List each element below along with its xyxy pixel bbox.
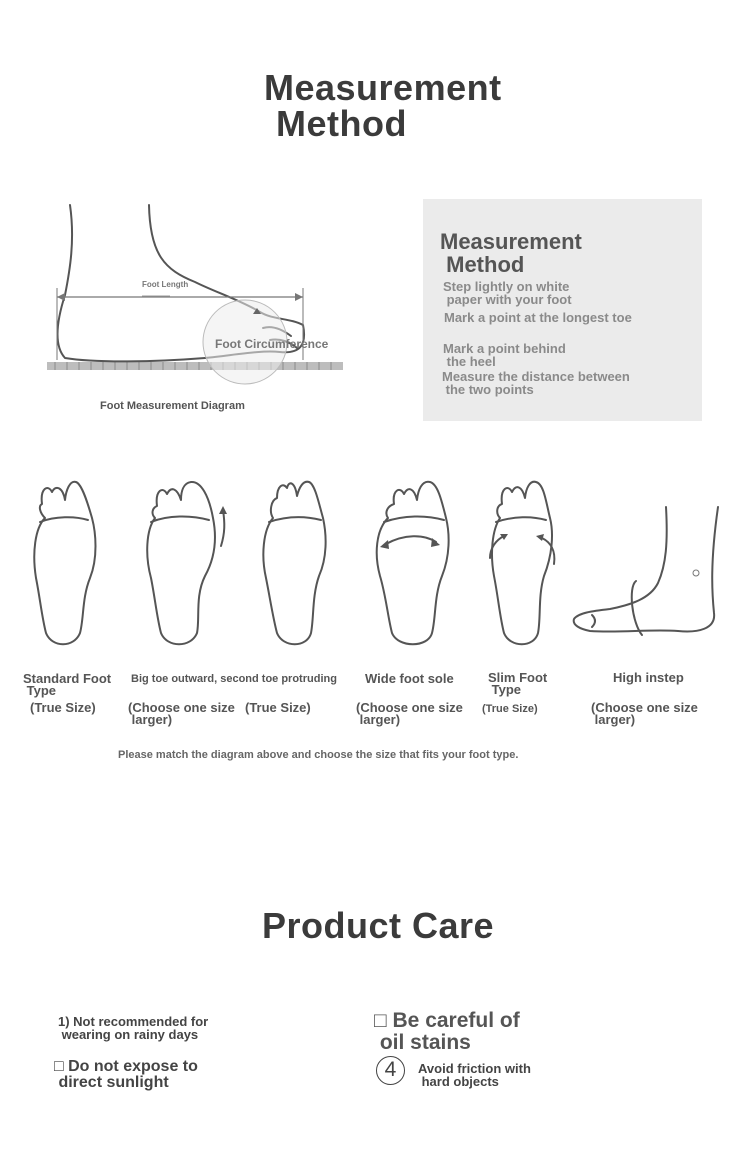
care-item-2: □ Be careful of oil stains — [374, 1009, 520, 1054]
foot-type-size-5: (True Size) — [482, 703, 538, 715]
foot-big-toe-outward-icon — [146, 481, 227, 646]
ground-bar — [47, 362, 343, 370]
method-box-title-line1: Measurement — [440, 229, 582, 254]
foot-side-diagram — [47, 204, 343, 385]
foot-second-toe-icon — [262, 480, 327, 646]
foot-high-instep-icon — [572, 506, 719, 636]
arrow-right-icon — [431, 538, 440, 547]
method-box-title: Measurement Method — [440, 230, 582, 276]
foot-type-name-4: Wide foot sole — [365, 671, 454, 686]
circumference-circle — [202, 299, 288, 385]
arrow-inward-left-icon — [500, 534, 508, 540]
care-item-4: Avoid friction with hard objects — [418, 1061, 531, 1089]
arrow-inward-right-icon — [536, 534, 544, 541]
section-title-measurement: Measurement Method — [264, 70, 502, 142]
section-title-line1: Measurement — [264, 67, 502, 108]
method-box: Measurement Method Step lightly on white… — [423, 199, 702, 421]
foot-type-size-1: (True Size) — [30, 700, 96, 715]
foot-type-name-1: Standard Foot Type — [23, 671, 112, 698]
foot-wide-sole-icon — [375, 480, 450, 646]
foot-type-name-2: Big toe outward, second toe protruding — [131, 673, 337, 685]
foot-type-name-5: Slim Foot Type — [488, 670, 548, 697]
foot-type-size-6: (Choose one size larger) — [591, 700, 698, 727]
foot-standard-icon — [33, 480, 97, 646]
care-item-1: 1) Not recommended for wearing on rainy … — [58, 1014, 209, 1042]
section-title-product-care: Product Care — [262, 905, 495, 946]
foot-type-size-2: (Choose one size larger) — [128, 700, 235, 727]
method-step-4: Measure the distance between the two poi… — [442, 369, 630, 397]
method-step-3: Mark a point behind the heel — [443, 341, 566, 369]
diagram-caption: Foot Measurement Diagram — [100, 400, 245, 412]
foot-type-size-3: (True Size) — [245, 700, 311, 715]
method-step-2: Mark a point at the longest toe — [444, 310, 632, 325]
method-step-1: Step lightly on white paper with your fo… — [443, 279, 572, 307]
foot-circumference-label: Foot Circumference — [215, 337, 329, 351]
match-note: Please match the diagram above and choos… — [118, 749, 519, 761]
method-box-title-line2: Method — [440, 252, 525, 277]
foot-type-size-4: (Choose one size larger) — [356, 700, 463, 727]
section-title-line2: Method — [276, 103, 407, 144]
foot-slim-icon — [489, 480, 556, 646]
arrow-up-icon — [219, 506, 227, 514]
arrow-left-icon — [380, 540, 389, 549]
foot-type-name-6: High instep — [613, 670, 684, 685]
foot-length-label: Foot Length — [142, 280, 189, 289]
number-4-icon: 4 — [376, 1056, 405, 1085]
care-item-3: □ Do not expose to direct sunlight — [54, 1058, 198, 1091]
arrow-up-icon — [253, 308, 261, 314]
